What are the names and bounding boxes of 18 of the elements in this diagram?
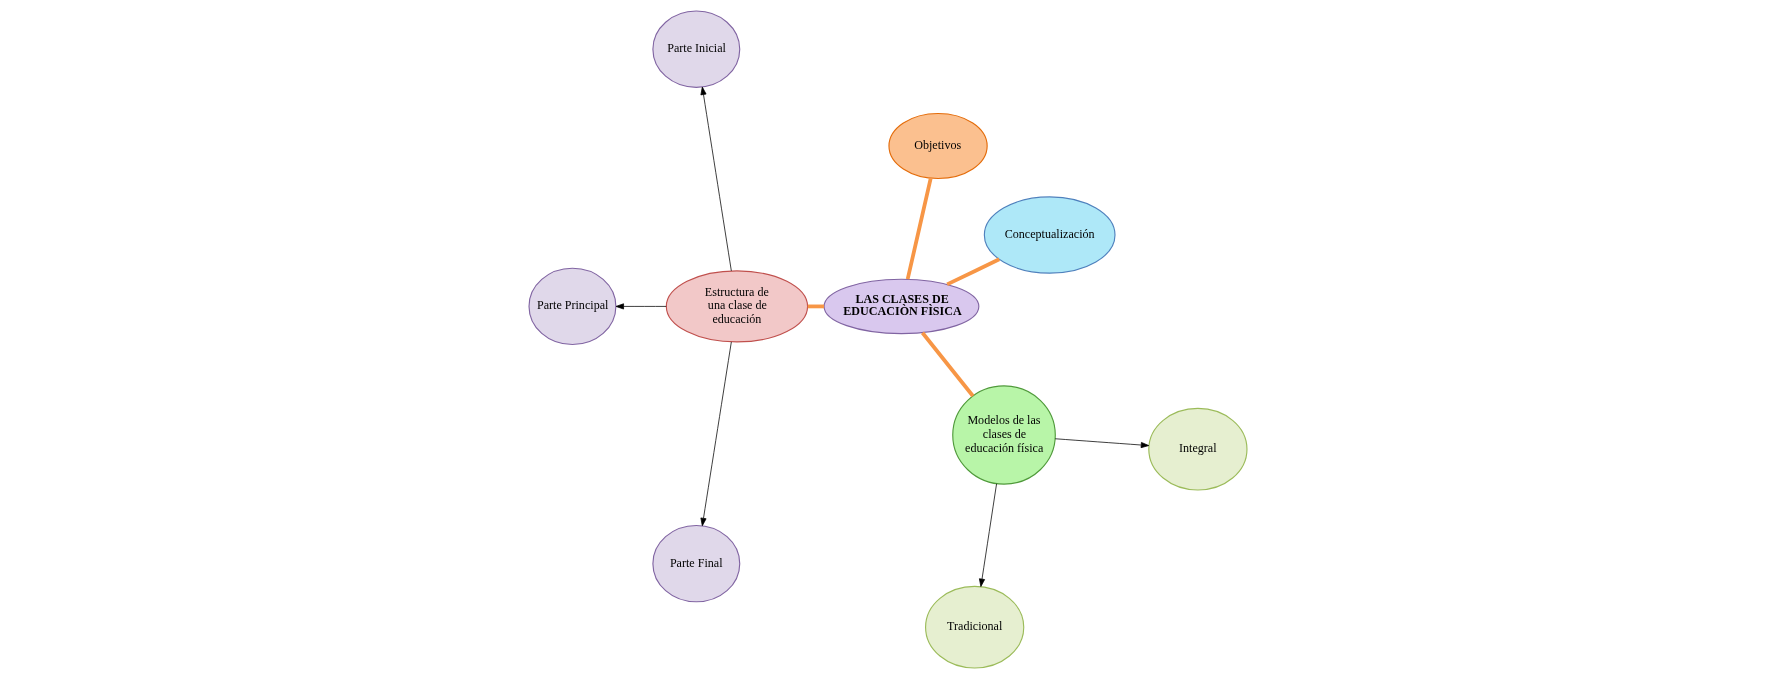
node-ellipse: Parte Inicial	[651, 10, 740, 88]
arrow	[700, 86, 732, 272]
arrow	[978, 483, 997, 587]
connector	[905, 177, 933, 280]
connector	[945, 257, 1000, 287]
arrow	[700, 341, 732, 527]
node-ellipse: Conceptualización	[983, 196, 1116, 274]
node-ellipse: Estructura de una clase de educación	[665, 270, 808, 343]
connector	[920, 331, 974, 398]
node-ellipse: Parte Final	[651, 524, 740, 603]
node-ellipse: Tradicional	[924, 585, 1024, 669]
node-ellipse: Objetivos	[887, 113, 988, 180]
arrow	[615, 303, 667, 310]
node-ellipse: Parte Principal	[527, 267, 616, 346]
node-ellipse: Integral	[1147, 407, 1248, 491]
arrow	[1054, 438, 1149, 449]
node-circle: Modelos de las clases de educación física	[951, 385, 1056, 485]
node-ellipse: LAS CLASES DE EDUCACIÒN FÌSICA	[823, 278, 979, 335]
